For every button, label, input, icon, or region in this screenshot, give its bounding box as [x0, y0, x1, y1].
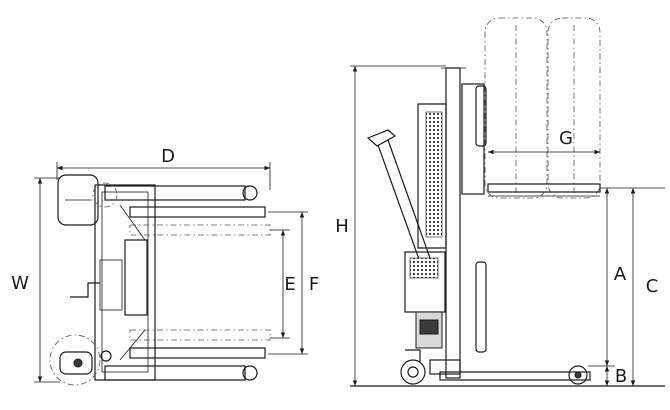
label-A: A	[614, 264, 627, 285]
label-H: H	[335, 216, 349, 237]
tiller-arm	[377, 139, 431, 263]
roll-outline-1	[484, 17, 548, 199]
mast	[445, 67, 461, 379]
lower-fork	[129, 347, 266, 359]
upper-leg	[104, 185, 246, 201]
carriage	[461, 83, 485, 195]
upper-fork	[129, 206, 266, 218]
motor-box	[124, 239, 148, 316]
swivel-circle	[49, 334, 101, 386]
top-view: D W E F	[11, 146, 319, 386]
label-G: G	[559, 128, 573, 149]
label-E: E	[284, 274, 295, 295]
roll-outline-2	[547, 17, 601, 199]
label-W: W	[11, 273, 29, 294]
mesh-guard	[417, 103, 447, 249]
platform	[487, 183, 601, 193]
label-D: D	[161, 146, 175, 167]
drive-wheel	[400, 359, 426, 385]
label-F: F	[309, 274, 319, 295]
control-housing	[57, 174, 99, 226]
tiller-grip	[366, 129, 397, 147]
label-B: B	[615, 366, 627, 387]
caster	[59, 351, 93, 375]
base-leg	[439, 371, 591, 381]
handle	[70, 282, 100, 298]
front-wheel	[568, 365, 588, 385]
lower-leg	[104, 365, 246, 381]
label-C: C	[646, 276, 659, 297]
side-view: H G A B C	[335, 17, 665, 387]
